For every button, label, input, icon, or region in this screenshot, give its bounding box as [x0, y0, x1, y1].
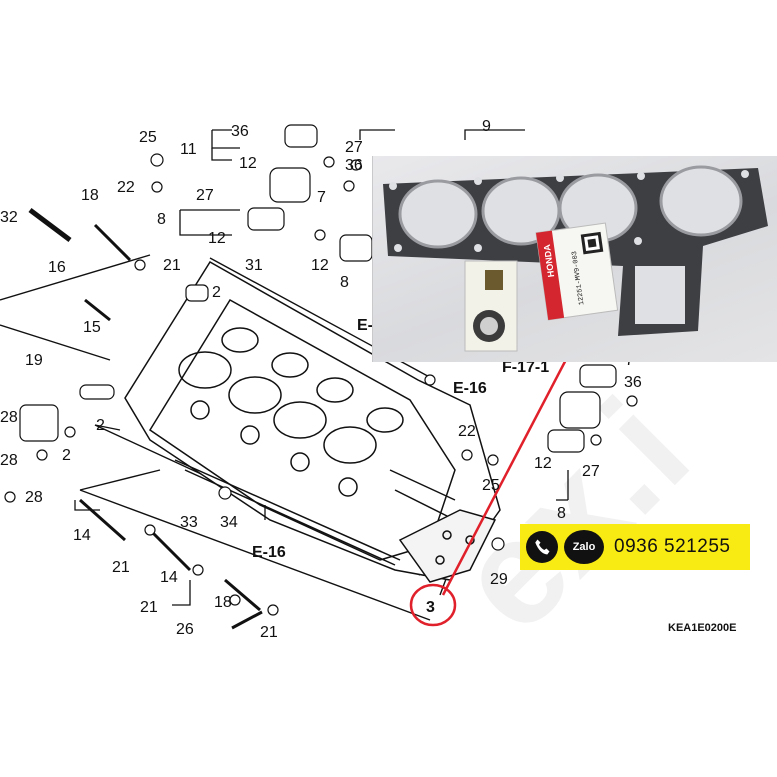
callout-3: 3	[426, 599, 435, 616]
hardware	[4, 124, 638, 630]
callout-15: 15	[83, 319, 101, 336]
callout-labels: 25 22 18 32 16 21 15 19 28 28 28 2 2 2 3…	[0, 118, 642, 641]
callout-36: 36	[624, 374, 642, 391]
callout-33: 33	[180, 514, 198, 531]
callout-22: 22	[117, 179, 135, 196]
head-gasket-image: HONDA 12251-MV9-003	[383, 165, 768, 352]
callout-12: 12	[311, 257, 329, 274]
label-brand: HONDA	[542, 243, 557, 278]
callout-2: 2	[212, 284, 221, 301]
callout-27: 27	[582, 463, 600, 480]
callout-12: 12	[534, 455, 552, 472]
phone-icon[interactable]	[526, 531, 558, 563]
callout-18: 18	[214, 594, 232, 611]
phone-number[interactable]: 0936 521255	[614, 536, 731, 557]
callout-7: 7	[317, 189, 326, 206]
callout-2: 2	[62, 447, 71, 464]
callout-18: 18	[81, 187, 99, 204]
callout-9: 9	[482, 118, 491, 135]
callout-28: 28	[25, 489, 43, 506]
callout-27: 27	[196, 187, 214, 204]
callout-36: 36	[345, 157, 363, 174]
callout-21: 21	[140, 599, 158, 616]
callout-32: 32	[0, 209, 18, 226]
callout-8: 8	[340, 274, 349, 291]
contact-banner: Zalo 0936 521255	[520, 524, 750, 570]
callout-11: 11	[180, 141, 197, 158]
callout-2: 2	[96, 417, 105, 434]
callout-25: 25	[482, 477, 500, 494]
callout-8: 8	[557, 505, 566, 522]
callout-31: 31	[245, 257, 263, 274]
callout-14: 14	[160, 569, 178, 586]
callout-16: 16	[48, 259, 66, 276]
leader-lines	[74, 129, 569, 606]
callout-28: 28	[0, 452, 18, 469]
ref-e16: E-16	[453, 380, 487, 397]
zalo-icon[interactable]: Zalo	[564, 530, 604, 564]
part-3-highlight	[409, 351, 572, 627]
ref-e16: E-16	[252, 544, 286, 561]
callout-21: 21	[260, 624, 278, 641]
callout-36: 36	[231, 123, 249, 140]
callout-27: 27	[345, 139, 363, 156]
callout-14: 14	[73, 527, 91, 544]
figure-code: KEA1E0200E	[668, 622, 737, 634]
gasket-photo: HONDA 12251-MV9-003	[372, 156, 777, 362]
callout-12: 12	[239, 155, 257, 172]
callout-19: 19	[25, 352, 43, 369]
callout-22: 22	[458, 423, 476, 440]
callout-26: 26	[176, 621, 194, 638]
callout-29: 29	[490, 571, 508, 588]
callout-21: 21	[163, 257, 181, 274]
callout-28: 28	[0, 409, 18, 426]
cylinder-head	[124, 260, 501, 583]
ref-f17-1: F-17-1	[502, 359, 549, 376]
callout-21: 21	[112, 559, 130, 576]
callout-34: 34	[220, 514, 238, 531]
callout-8: 8	[157, 211, 166, 228]
callout-12: 12	[208, 230, 226, 247]
callout-25: 25	[139, 129, 157, 146]
